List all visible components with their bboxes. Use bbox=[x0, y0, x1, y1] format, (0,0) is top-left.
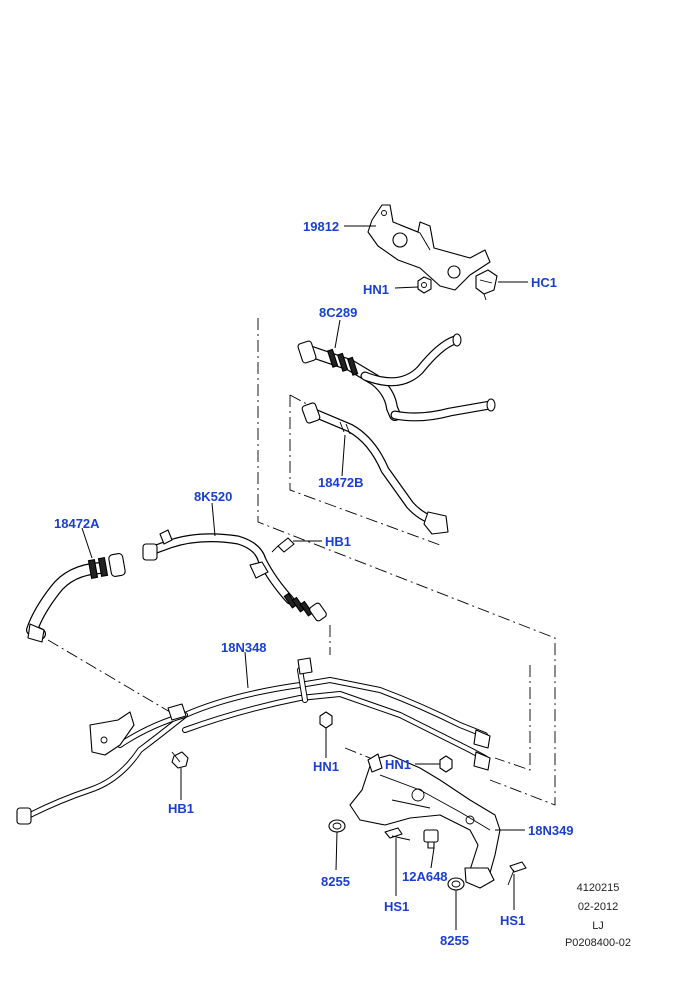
callout-hb1-right[interactable]: HB1 bbox=[325, 534, 351, 549]
bolt-hb1-right bbox=[271, 537, 295, 553]
callout-hn1-mid[interactable]: HN1 bbox=[313, 759, 339, 774]
bracket-19812 bbox=[367, 204, 491, 291]
nut-hn1-mid bbox=[319, 711, 333, 729]
bolt-hb1-left bbox=[171, 751, 189, 769]
callout-12a648[interactable]: 12A648 bbox=[402, 869, 448, 884]
callout-leader-lines bbox=[81, 225, 528, 930]
callout-hc1[interactable]: HC1 bbox=[531, 275, 557, 290]
callout-hb1-left[interactable]: HB1 bbox=[168, 801, 194, 816]
o-ring-8255-bottom bbox=[447, 877, 465, 891]
callout-18472a[interactable]: 18472A bbox=[54, 516, 100, 531]
callout-8k520[interactable]: 8K520 bbox=[194, 489, 232, 504]
tube-assembly-18n348 bbox=[16, 657, 491, 825]
ref-number: 4120215 bbox=[577, 882, 620, 894]
nut-hn1-top bbox=[417, 276, 432, 294]
illustration-id: P0208400-02 bbox=[565, 937, 631, 949]
callout-hs1-right[interactable]: HS1 bbox=[500, 913, 525, 928]
callout-18472b[interactable]: 18472B bbox=[318, 475, 364, 490]
callout-8255-left[interactable]: 8255 bbox=[321, 874, 350, 889]
bolt-hs1-right bbox=[507, 861, 527, 886]
drawing-reference-block: 4120215 02-2012 LJ P0208400-02 bbox=[565, 882, 631, 949]
callout-19812[interactable]: 19812 bbox=[303, 219, 339, 234]
o-ring-8255-left bbox=[328, 819, 346, 833]
drawing-code: LJ bbox=[592, 920, 604, 932]
sensor-12a648 bbox=[423, 829, 439, 849]
callout-hs1-left[interactable]: HS1 bbox=[384, 899, 409, 914]
callout-8255-bottom[interactable]: 8255 bbox=[440, 933, 469, 948]
hose-18472a bbox=[26, 553, 126, 643]
drawing-date: 02-2012 bbox=[578, 901, 618, 913]
hose-8c289 bbox=[297, 333, 496, 422]
hose-18472b bbox=[301, 402, 449, 535]
bolt-hs1-left bbox=[384, 827, 411, 841]
callout-hn1-top[interactable]: HN1 bbox=[363, 282, 389, 297]
nut-hn1-lower bbox=[439, 755, 453, 773]
callout-18n348[interactable]: 18N348 bbox=[221, 640, 267, 655]
callout-18n349[interactable]: 18N349 bbox=[528, 823, 574, 838]
manifold-18n349 bbox=[349, 753, 501, 889]
callout-8c289[interactable]: 8C289 bbox=[319, 305, 357, 320]
callout-labels: 19812 HN1 HC1 8C289 18472B 8K520 18472A … bbox=[54, 219, 574, 948]
callout-hn1-lower[interactable]: HN1 bbox=[385, 757, 411, 772]
hose-8k520 bbox=[142, 529, 327, 622]
clip-hc1 bbox=[475, 269, 498, 301]
